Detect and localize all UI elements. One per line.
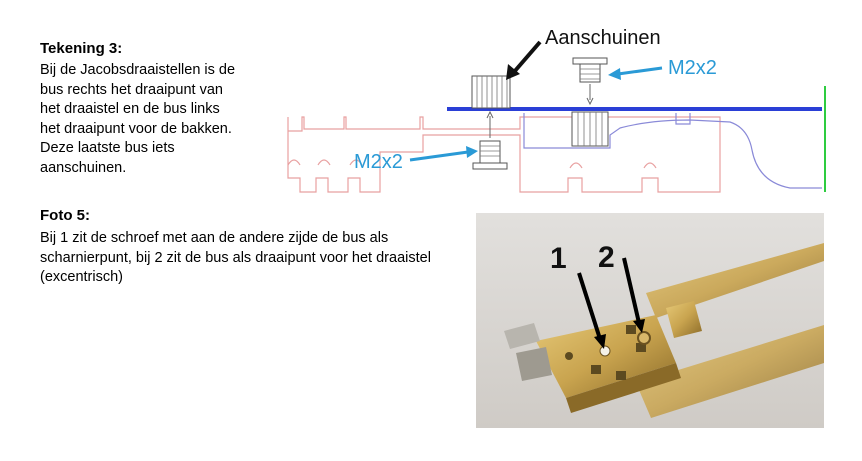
drawing-text-line: Deze laatste bus iets [40, 140, 175, 156]
frame-slot [287, 159, 301, 166]
drawing-description: Bij de Jacobsdraaistellen is de bus rech… [40, 61, 270, 178]
plate-hole [636, 343, 646, 352]
screw-top-guide-head [586, 97, 594, 106]
drawing-text-line: aanschuinen. [40, 159, 127, 176]
aanschuinen-arrow [512, 40, 542, 74]
frame-slot [643, 162, 657, 169]
photo-description: Bij 1 zit de schroef met aan de andere z… [40, 229, 480, 288]
bracket-left [504, 323, 540, 349]
frame-rail [646, 243, 824, 318]
label-aanschuinen: Aanschuinen [545, 27, 661, 49]
bogie-tab [675, 113, 691, 125]
plate-hole [616, 371, 626, 380]
bush-2 [637, 331, 651, 345]
marker-1-arrow-head [594, 334, 606, 349]
marker-2-arrow-head [633, 319, 645, 333]
plate-edge [566, 363, 681, 413]
frame-rail-lower [636, 325, 824, 418]
bracket-left-lower [516, 347, 552, 381]
photo-text-line: (excentrisch) [40, 269, 123, 285]
photo-bogie-assembly: 1 2 [476, 213, 824, 428]
marker-1: 1 [550, 242, 567, 275]
bracket-right [666, 301, 702, 338]
m2x2-left-arrow [409, 150, 469, 162]
screw-left-guide-head [486, 110, 494, 119]
label-m2x2-left: M2x2 [354, 151, 403, 173]
drawing-text-line: Bij de Jacobsdraaistellen is de [40, 62, 236, 78]
technical-drawing: Aanschuinen M2x2 M2x2 [287, 27, 826, 193]
screw-left [472, 140, 508, 170]
photo-text-line: scharnierpunt, bij 2 zit de bus als draa… [40, 249, 431, 266]
photo-text-line: Bij 1 zit de schroef met aan de andere z… [40, 230, 389, 246]
label-m2x2-top: M2x2 [668, 57, 717, 79]
plate-hole [626, 325, 636, 334]
aanschuinen-arrow-head [506, 64, 520, 80]
bogie-outline [523, 113, 822, 189]
drawing-text-line: bus rechts het draaipunt van [40, 81, 223, 98]
frame-outline [287, 116, 721, 193]
marker-2: 2 [598, 241, 615, 274]
photo-title: Foto 5: [40, 207, 90, 224]
marker-2-arrow [622, 257, 641, 324]
screw-top [572, 57, 608, 83]
bush-left [471, 75, 511, 109]
marker-1-arrow [577, 272, 602, 340]
drawing-text-line: het draaipunt voor de bakken. [40, 120, 232, 137]
bush-right [571, 111, 609, 147]
plate-hole [591, 365, 601, 374]
m2x2-top-arrow-head [608, 68, 621, 80]
screw-1 [599, 345, 611, 357]
frame-slot [349, 159, 363, 166]
plate-hole [565, 352, 573, 360]
frame-slot [569, 162, 583, 169]
m2x2-top-arrow [617, 66, 663, 76]
m2x2-left-arrow-head [466, 146, 478, 158]
drawing-text-line: het draaistel en de bus links [40, 101, 220, 117]
drawing-title: Tekening 3: [40, 40, 123, 57]
frame-slot [317, 159, 331, 166]
